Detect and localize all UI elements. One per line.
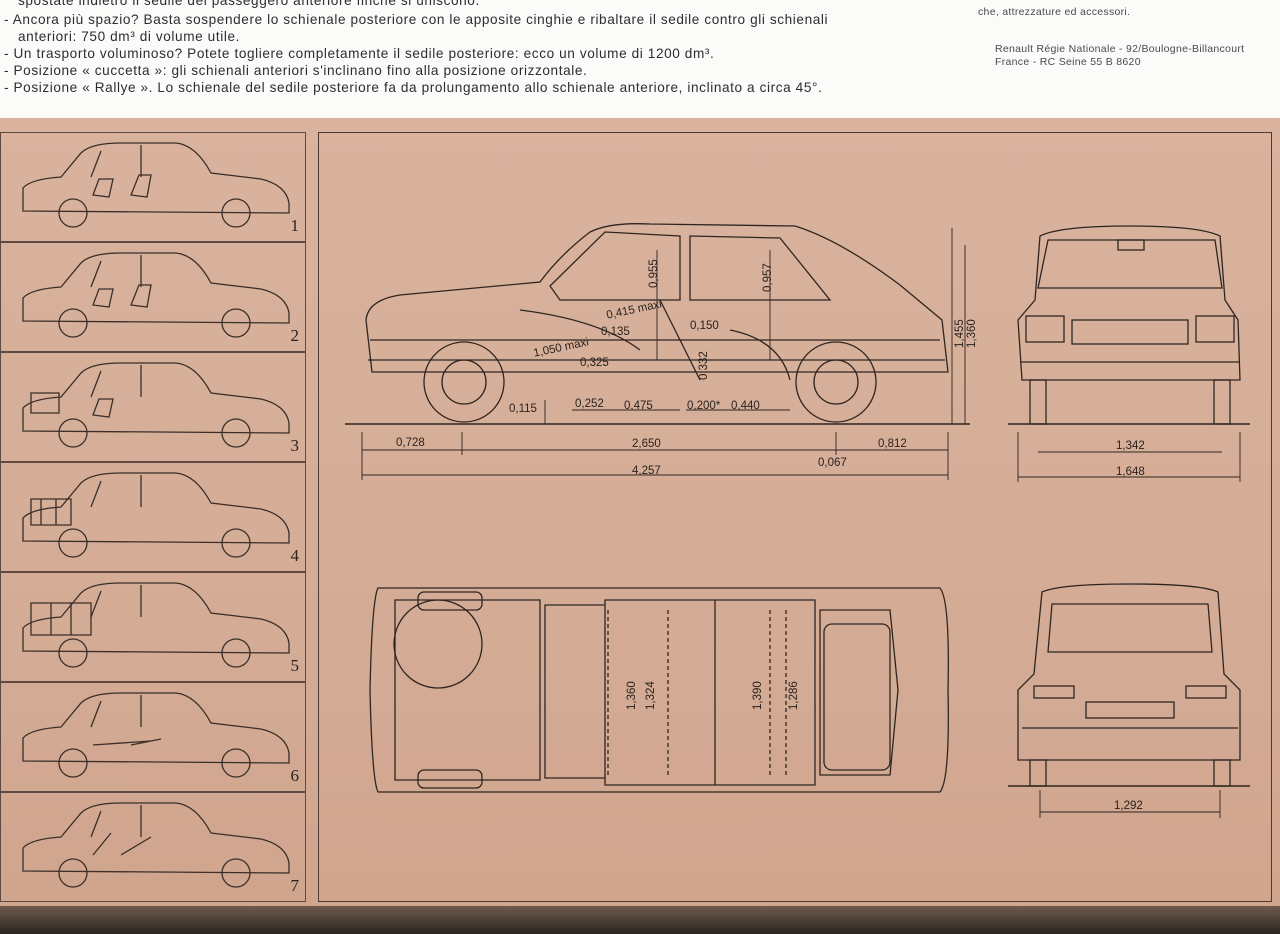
car-silhouette [22, 692, 290, 778]
dim-label: 0,115 [509, 403, 537, 415]
position-panel-7: 7 [0, 792, 306, 902]
text-area: spostate indietro il sedile del passegge… [0, 0, 1280, 120]
position-number: 1 [290, 216, 300, 235]
car-silhouette [22, 582, 290, 668]
position-number: 7 [290, 876, 300, 895]
plan-view-outline [369, 587, 949, 793]
car-silhouette [22, 472, 290, 558]
dim-label: 0,812 [878, 438, 907, 450]
position-panel-2: 2 [0, 242, 306, 352]
dim-label: 1,648 [1116, 466, 1145, 478]
position-panel-3: 3 [0, 352, 306, 462]
dim-label: 1,286 [788, 681, 800, 710]
dim-label: 0,332 [698, 351, 710, 380]
side-dimension-lines [361, 228, 966, 480]
dim-label: 0,067 [818, 457, 847, 469]
dim-label: 1,360 [626, 681, 638, 710]
text-line-2: anteriori: 750 dm³ di volume utile. [18, 29, 240, 44]
position-panel-5: 5 [0, 572, 306, 682]
car-silhouette [22, 142, 290, 228]
dim-label: 0,957 [762, 263, 774, 292]
text-line-1: - Ancora più spazio? Basta sospendere lo… [4, 12, 829, 27]
position-panel-4: 4 [0, 462, 306, 572]
side-view-outline [365, 223, 949, 423]
car-silhouette [22, 802, 290, 888]
company-line-2: France - RC Seine 55 B 8620 [995, 56, 1141, 68]
dim-label: 0,440 [731, 400, 760, 412]
car-silhouette [22, 362, 290, 448]
dim-label: 0,475 [624, 400, 653, 412]
dim-label: 4,257 [632, 465, 661, 477]
text-line-3: - Un trasporto voluminoso? Potete toglie… [4, 46, 715, 61]
dim-label: 1,390 [752, 681, 764, 710]
position-panel-6: 6 [0, 682, 306, 792]
dim-label: 0,150 [690, 320, 719, 332]
text-line-4: - Posizione « cuccetta »: gli schienali … [4, 63, 588, 78]
dim-label: 0,200* [687, 400, 721, 412]
rear-view-outline [1017, 583, 1241, 787]
dim-label: 0,252 [575, 398, 604, 410]
position-number: 5 [290, 656, 300, 675]
dim-label: 0,135 [601, 326, 630, 338]
position-panel-1: 1 [0, 132, 306, 242]
dim-label: 1,324 [645, 681, 657, 710]
position-number: 2 [290, 326, 300, 345]
dim-label: 0,728 [396, 437, 425, 449]
drawing-sheet [0, 118, 1280, 934]
front-dimension-lines [1017, 432, 1241, 482]
text-line-0: spostate indietro il sedile del passegge… [18, 0, 480, 8]
text-fragment: che, attrezzature ed accessori. [978, 6, 1131, 18]
blueprint-frame [318, 132, 1272, 902]
dim-label: 2,650 [632, 438, 661, 450]
text-line-5: - Posizione « Rallye ». Lo schienale del… [4, 80, 823, 95]
rear-dimension-lines [1039, 790, 1221, 818]
dim-label: 1,342 [1116, 440, 1145, 452]
dim-label: 1,360 [966, 319, 978, 348]
page-gutter [0, 906, 1280, 934]
dim-label: 1,455 [954, 319, 966, 348]
front-view-outline [1017, 225, 1241, 425]
position-number: 3 [290, 436, 300, 455]
dim-label: 0,955 [648, 259, 660, 288]
company-line-1: Renault Régie Nationale - 92/Boulogne-Bi… [995, 43, 1245, 55]
dim-label: 1,292 [1114, 800, 1143, 812]
dim-label: 0,325 [580, 357, 609, 369]
position-number: 4 [290, 546, 300, 565]
position-number: 6 [290, 766, 300, 785]
car-silhouette [22, 252, 290, 338]
